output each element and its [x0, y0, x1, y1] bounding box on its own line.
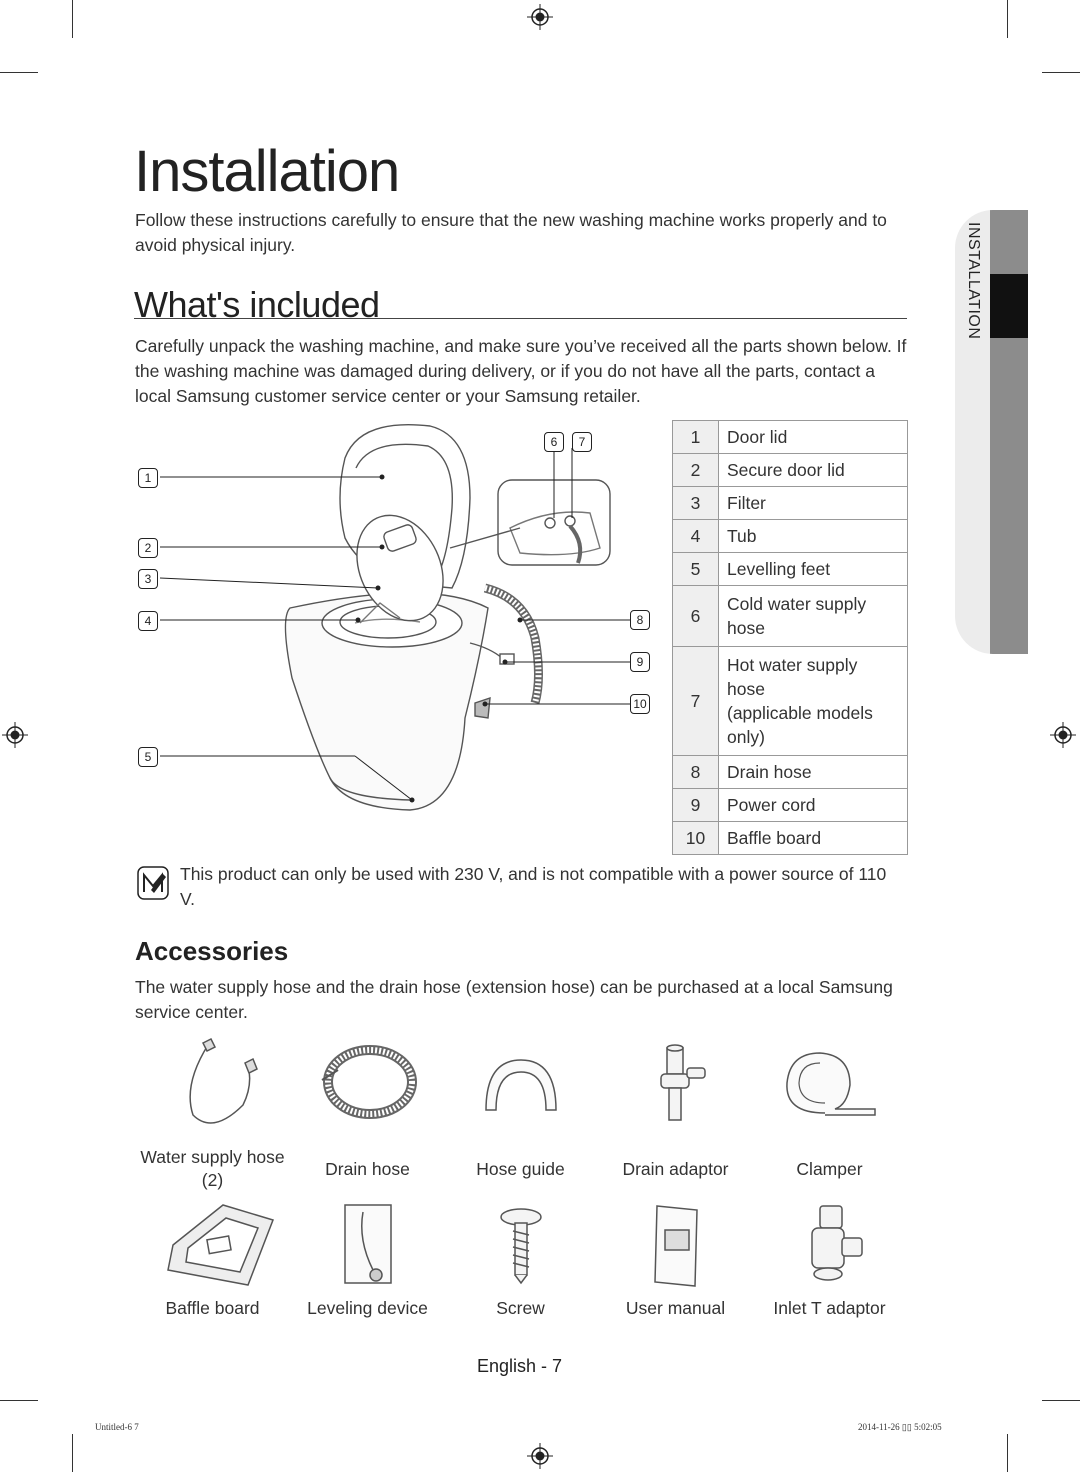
- crop-mark: [72, 0, 73, 38]
- side-tab-marker: [990, 274, 1028, 338]
- note-pencil-icon: [137, 866, 169, 900]
- accessory-label-text: Water supply hose: [140, 1147, 285, 1167]
- inlet-t-adaptor-icon: [752, 1200, 907, 1290]
- part-number: 6: [672, 585, 719, 647]
- part-label-line: Hot water supply hose: [727, 655, 858, 699]
- callout-10: 10: [630, 694, 650, 714]
- accessory-label: Inlet T adaptor: [773, 1298, 886, 1318]
- part-label: Filter: [718, 486, 908, 520]
- page-title: Installation: [134, 139, 400, 204]
- note-text: This product can only be used with 230 V…: [180, 864, 887, 909]
- print-timestamp: 2014-11-26 ▯▯ 5:02:05: [858, 1422, 942, 1432]
- section-rule: [134, 318, 907, 319]
- part-number: 1: [672, 420, 719, 454]
- side-tab: [955, 210, 1028, 654]
- accessory-label: Clamper: [796, 1159, 863, 1179]
- part-label: Power cord: [718, 788, 908, 822]
- part-number: 4: [672, 519, 719, 553]
- crop-mark: [1042, 72, 1080, 73]
- callout-4: 4: [138, 611, 158, 631]
- part-number: 2: [672, 453, 719, 487]
- crop-mark: [0, 1400, 38, 1401]
- callout-9: 9: [630, 652, 650, 672]
- registration-mark-icon: [2, 722, 28, 748]
- part-label: Drain hose: [718, 755, 908, 789]
- part-label: Secure door lid: [718, 453, 908, 487]
- callout-7: 7: [572, 432, 592, 452]
- washing-machine-diagram: 1 2 3 4 5 6 7 8 9 10: [130, 418, 660, 838]
- callout-1: 1: [138, 468, 158, 488]
- part-label: Cold water supply hose: [718, 585, 908, 647]
- part-number: 5: [672, 552, 719, 586]
- callout-2: 2: [138, 538, 158, 558]
- part-label: Levelling feet: [718, 552, 908, 586]
- crop-mark: [72, 1434, 73, 1472]
- accessory-label: Hose guide: [476, 1159, 565, 1179]
- section-paragraph: Carefully unpack the washing machine, an…: [135, 336, 907, 406]
- part-label-note: (applicable models only): [727, 703, 873, 747]
- drain-hose-icon: [290, 1040, 445, 1130]
- accessory-label: Baffle board: [165, 1298, 260, 1318]
- intro-paragraph: Follow these instructions carefully to e…: [135, 210, 887, 255]
- hose-guide-icon: [443, 1050, 598, 1120]
- leveling-device-icon: [290, 1200, 445, 1290]
- side-tab-label: INSTALLATION: [965, 222, 982, 340]
- accessories-paragraph: The water supply hose and the drain hose…: [135, 977, 893, 1022]
- accessories-title: Accessories: [135, 936, 289, 966]
- part-number: 7: [672, 646, 719, 756]
- callout-6: 6: [544, 432, 564, 452]
- registration-mark-icon: [1050, 722, 1076, 748]
- part-label: Baffle board: [718, 821, 908, 855]
- callout-3: 3: [138, 569, 158, 589]
- accessory-qty: (2): [201, 1170, 224, 1190]
- crop-mark: [0, 72, 38, 73]
- crop-mark: [1007, 0, 1008, 38]
- crop-mark: [1042, 1400, 1080, 1401]
- clamper-icon: [752, 1045, 907, 1125]
- accessory-label: User manual: [625, 1298, 726, 1318]
- accessory-label: Leveling device: [307, 1298, 428, 1318]
- user-manual-icon: [598, 1200, 753, 1290]
- part-label: Door lid: [718, 420, 908, 454]
- part-number: 8: [672, 755, 719, 789]
- accessory-label: Drain hose: [325, 1159, 410, 1179]
- washing-machine-illustration: [159, 423, 630, 811]
- part-number: 10: [672, 821, 719, 855]
- baffle-board-icon: [135, 1200, 290, 1290]
- water-supply-hose-icon: [135, 1035, 290, 1135]
- file-info: Untitled-6 7: [95, 1422, 139, 1432]
- callout-5: 5: [138, 747, 158, 767]
- accessory-label: Water supply hose (2): [135, 1146, 290, 1192]
- part-label: Hot water supply hose(applicable models …: [718, 646, 908, 756]
- part-label: Tub: [718, 519, 908, 553]
- section-title: What's included: [134, 284, 380, 325]
- accessory-label: Drain adaptor: [622, 1159, 729, 1179]
- part-number: 3: [672, 486, 719, 520]
- crop-mark: [1007, 1434, 1008, 1472]
- registration-mark-icon: [527, 1443, 553, 1469]
- page-number: English - 7: [477, 1356, 563, 1376]
- callout-8: 8: [630, 610, 650, 630]
- drain-adaptor-icon: [598, 1040, 753, 1130]
- registration-mark-icon: [527, 4, 553, 30]
- accessory-label: Screw: [496, 1298, 545, 1318]
- part-number: 9: [672, 788, 719, 822]
- screw-icon: [443, 1205, 598, 1285]
